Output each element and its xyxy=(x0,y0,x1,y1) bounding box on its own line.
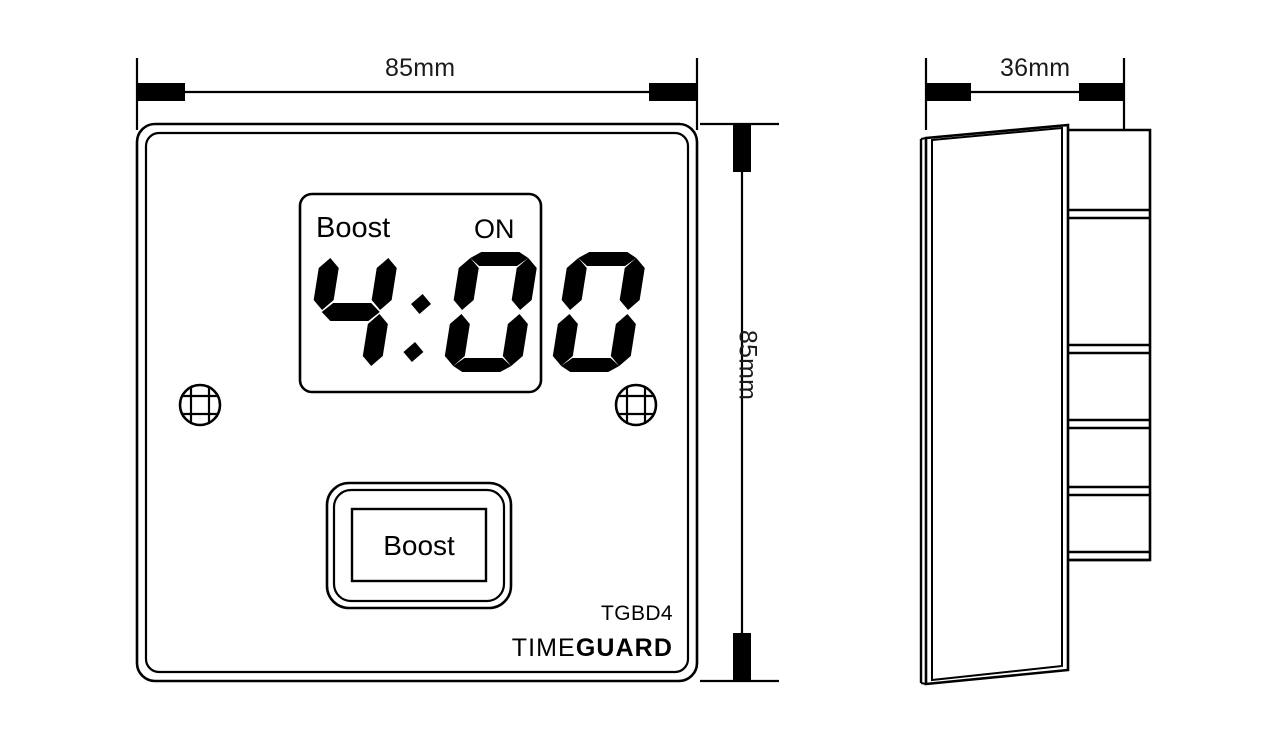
side-view xyxy=(919,123,1152,686)
dimension-label-front-height: 85mm xyxy=(733,329,762,401)
lcd-digit-0-second xyxy=(552,252,645,372)
lcd-colon xyxy=(403,294,432,362)
lcd-boost-indicator-label: Boost xyxy=(316,212,391,244)
dimension-label-side-depth: 36mm xyxy=(1000,54,1071,82)
dimension-front-height xyxy=(700,122,779,683)
screw-right xyxy=(614,383,658,427)
brand-logo-light: TIME xyxy=(511,634,576,662)
model-code-label: TGBD4 xyxy=(600,602,673,625)
brand-logo: TIMEGUARD xyxy=(512,634,673,663)
lcd-digit-4 xyxy=(313,258,397,366)
lcd-window xyxy=(298,192,543,394)
side-view-ribs xyxy=(1068,208,1150,562)
lcd-on-indicator-label: ON xyxy=(474,214,515,244)
boost-button-label: Boost xyxy=(383,530,455,561)
lcd-seven-segment-display xyxy=(313,252,645,372)
dimension-side-depth xyxy=(924,58,1126,130)
brand-logo-bold: GUARD xyxy=(575,634,673,662)
screw-left xyxy=(178,383,222,427)
lcd-digit-0-first xyxy=(444,252,537,372)
dimension-label-front-width: 85mm xyxy=(385,54,456,82)
boost-button[interactable] xyxy=(325,481,513,610)
dimension-front-width xyxy=(135,58,699,130)
front-view-faceplate xyxy=(135,122,699,683)
